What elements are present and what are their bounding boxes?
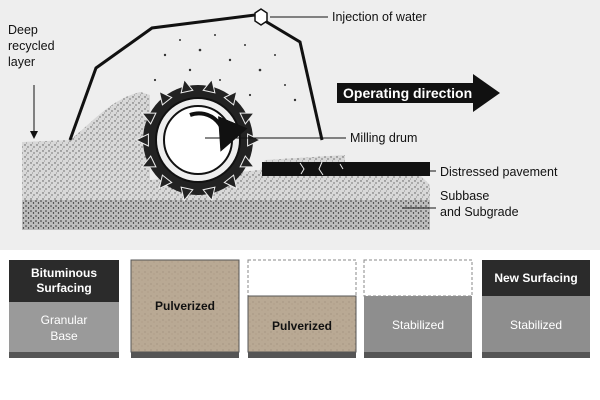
drum-tooth	[158, 90, 173, 106]
stage1-top-line2: Surfacing	[36, 281, 91, 295]
recycled-material	[22, 92, 430, 230]
drum-tooth	[239, 155, 255, 168]
stage-pulverized-compacted: Pulverized	[247, 259, 357, 358]
drum-tooth	[202, 186, 216, 202]
stage5-top-label: New Surfacing	[494, 271, 577, 285]
stage5-bottom-label: Stabilized	[510, 318, 562, 332]
stage-existing: Bituminous Surfacing Granular Base	[9, 260, 119, 358]
operating-direction-label: Operating direction	[343, 85, 472, 101]
milling-drum	[134, 78, 262, 202]
operating-direction-arrow	[337, 74, 500, 112]
stage3-label: Pulverized	[272, 319, 332, 333]
drum-tooth	[202, 78, 216, 94]
subbase-label-2: and Subgrade	[440, 205, 519, 219]
deep-layer-label-3: layer	[8, 55, 35, 69]
drum-tooth	[158, 174, 173, 190]
drum-tooth	[180, 78, 194, 94]
water-nozzle-icon	[254, 8, 268, 26]
drum-tooth	[223, 174, 238, 190]
deep-layer-label-1: Deep	[8, 23, 38, 37]
drum-tooth	[134, 133, 149, 147]
pavement-cracks	[299, 161, 344, 176]
milling-drum-label: Milling drum	[350, 131, 417, 145]
stage-pulverized-high: Pulverized	[130, 259, 240, 358]
stage-new-surfacing: New Surfacing Stabilized	[482, 260, 590, 358]
deep-layer-label-2: recycled	[8, 39, 55, 53]
drum-tooth	[247, 133, 262, 147]
stage-stabilized: Stabilized	[363, 259, 473, 358]
stage2-label: Pulverized	[155, 299, 215, 313]
drum-tooth	[223, 90, 238, 106]
drum-tooth	[180, 186, 194, 202]
drum-tooth	[141, 155, 157, 168]
distressed-pavement-layer	[262, 162, 430, 176]
stage1-bottom-line2: Base	[50, 329, 78, 343]
distressed-pavement-label: Distressed pavement	[440, 165, 558, 179]
stage4-label: Stabilized	[392, 318, 444, 332]
stage1-bottom-line1: Granular	[41, 313, 88, 327]
drum-tooth	[141, 112, 157, 125]
machine-hood	[68, 13, 324, 141]
injection-label: Injection of water	[332, 10, 427, 24]
subbase-layer	[22, 200, 430, 230]
stage1-top-line1: Bituminous	[31, 266, 97, 280]
subbase-label-1: Subbase	[440, 189, 489, 203]
